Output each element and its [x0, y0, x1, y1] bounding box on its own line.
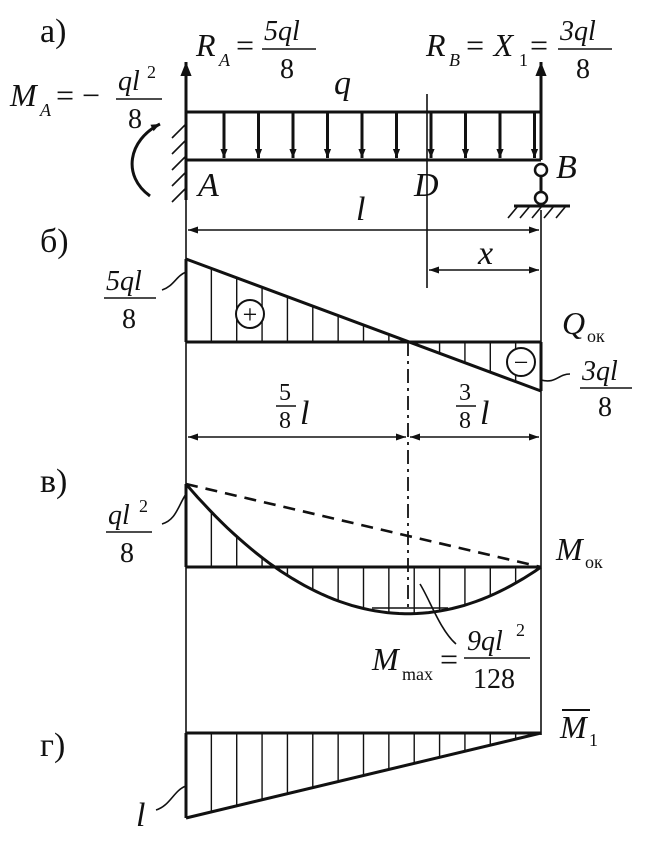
moment-left-value: ql 2 8 — [106, 493, 187, 569]
dimension-3-8-label: 3 8 l — [456, 380, 489, 434]
moment-arrow-a — [130, 122, 161, 198]
load-label-q: q — [334, 65, 351, 102]
svg-text:8: 8 — [279, 408, 291, 434]
svg-text:ql: ql — [118, 66, 140, 97]
shear-left-value: 5ql 8 — [104, 266, 187, 335]
svg-text:1: 1 — [519, 50, 528, 70]
svg-text:B: B — [449, 50, 460, 70]
unit-moment-diagram — [184, 731, 542, 820]
moment-a-label: M A = − ql 2 8 — [9, 62, 162, 135]
svg-text:R: R — [425, 27, 446, 63]
panel-label-b: б) — [40, 223, 69, 260]
minus-sign-text: − — [514, 348, 529, 377]
unit-moment-left-value: l — [136, 785, 187, 834]
moment-label-sub: ок — [585, 552, 603, 572]
fixed-support-a — [171, 120, 188, 203]
svg-text:8: 8 — [598, 392, 612, 423]
svg-text:3ql: 3ql — [581, 356, 618, 387]
reaction-a-label: R A = 5ql 8 — [195, 16, 316, 85]
moment-max-label: M max = 9ql 2 128 — [371, 583, 530, 695]
svg-text:=: = — [530, 27, 548, 63]
shear-label-sub: ок — [587, 326, 605, 346]
svg-text:8: 8 — [120, 538, 134, 569]
svg-text:l: l — [136, 797, 145, 834]
reaction-b-label: R B = X 1 = 3ql 8 — [425, 16, 612, 85]
panel-label-v: в) — [40, 463, 67, 500]
svg-text:= −: = − — [56, 77, 100, 113]
svg-text:2: 2 — [147, 62, 156, 82]
svg-text:A: A — [218, 50, 231, 70]
label-a: A — [196, 167, 219, 204]
svg-text:=: = — [440, 641, 458, 677]
dimension-5-8-label: 5 8 l — [276, 380, 309, 434]
moment-diagram — [184, 482, 542, 616]
svg-text:l: l — [480, 395, 489, 432]
label-d: D — [413, 167, 439, 204]
moment-label: M — [555, 531, 585, 567]
svg-text:5ql: 5ql — [106, 266, 142, 297]
svg-text:5: 5 — [279, 380, 291, 406]
shear-diagram — [184, 257, 543, 393]
unit-moment-label: M — [559, 709, 589, 745]
svg-text:8: 8 — [128, 104, 142, 135]
label-b: B — [556, 149, 577, 186]
svg-text:2: 2 — [516, 620, 525, 640]
minus-sign — [506, 347, 536, 377]
svg-text:R: R — [195, 27, 216, 63]
unit-moment-label-sub: 1 — [589, 730, 598, 750]
svg-text:8: 8 — [280, 54, 294, 85]
pinned-support-b — [507, 162, 570, 219]
distributed-load — [186, 110, 541, 158]
svg-text:A: A — [39, 100, 52, 120]
svg-text:128: 128 — [473, 664, 515, 695]
svg-text:8: 8 — [576, 54, 590, 85]
shear-label: Q — [562, 305, 585, 341]
x-label: x — [477, 235, 493, 272]
svg-text:5ql: 5ql — [264, 16, 300, 47]
svg-text:ql: ql — [108, 500, 130, 531]
svg-text:= X: = X — [464, 27, 515, 63]
svg-text:9ql: 9ql — [467, 626, 503, 657]
svg-text:2: 2 — [139, 496, 148, 516]
svg-text:3ql: 3ql — [559, 16, 596, 47]
shear-right-value: 3ql 8 — [540, 356, 632, 423]
svg-text:M: M — [371, 641, 401, 677]
span-label: l — [356, 191, 365, 228]
svg-text:=: = — [236, 27, 254, 63]
svg-text:l: l — [300, 395, 309, 432]
svg-text:8: 8 — [122, 304, 136, 335]
svg-text:M: M — [9, 77, 39, 113]
svg-text:8: 8 — [459, 408, 471, 434]
plus-sign — [235, 299, 265, 329]
plus-sign-text: + — [243, 300, 258, 329]
svg-text:3: 3 — [459, 380, 471, 406]
panel-label-a: а) — [40, 13, 66, 50]
svg-text:max: max — [402, 664, 433, 684]
panel-label-g: г) — [40, 727, 65, 764]
